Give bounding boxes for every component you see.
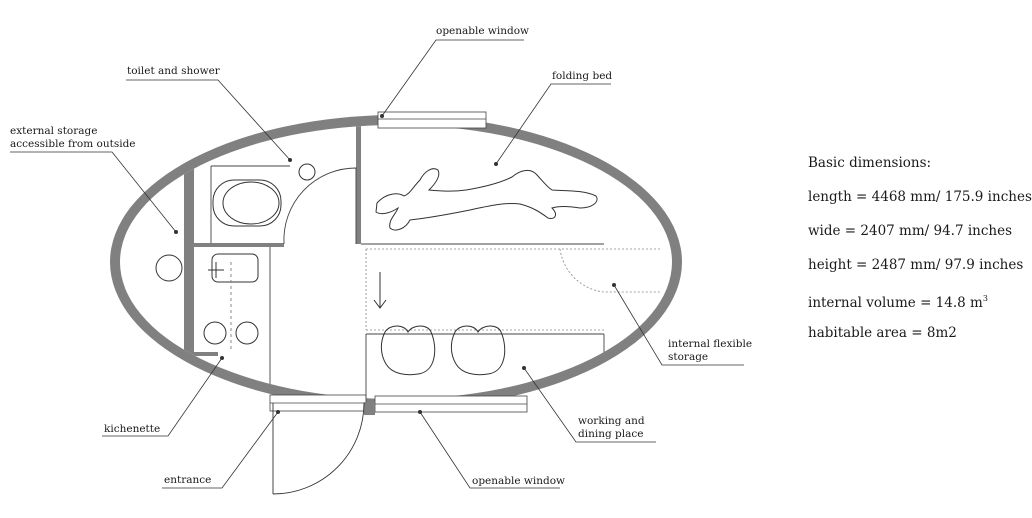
dimension-height: height = 2487 mm/ 97.9 inches [808, 257, 1024, 273]
folding-bed-outline [365, 248, 660, 331]
label-internal-storage-line-2: storage [668, 351, 709, 363]
label-working-and-dining: working and dining place [578, 415, 645, 441]
volume-unit-superscript: 3 [982, 294, 988, 303]
label-entrance: entrance [164, 474, 212, 486]
shower-drain [298, 163, 316, 181]
kitchen-wall [194, 352, 218, 356]
label-working-line-1: working and [578, 415, 645, 427]
leader-lines [10, 39, 744, 489]
external-storage-hatch [155, 254, 183, 282]
storage-wall [184, 165, 194, 365]
label-openable-window-top: openable window [436, 25, 530, 37]
label-openable-window-bottom: openable window [472, 475, 566, 487]
label-working-line-2: dining place [578, 428, 644, 440]
kitchenette-fixtures [203, 253, 259, 350]
entrance-door [272, 402, 365, 495]
window-openings [269, 111, 528, 413]
dimension-habitable-area: habitable area = 8m2 [808, 325, 957, 341]
label-external-storage: external storage accessible from outside [10, 125, 136, 151]
dimensions-title: Basic dimensions: [808, 155, 932, 171]
window-mullion [364, 402, 375, 415]
dimension-wide: wide = 2407 mm/ 94.7 inches [808, 223, 1013, 239]
bathroom-door-swing [283, 167, 357, 245]
sleeping-figure [375, 168, 598, 231]
label-toilet-and-shower: toilet and shower [127, 65, 220, 77]
chairs [380, 325, 506, 376]
bathroom-wall [194, 243, 284, 247]
label-kitchenette: kichenette [104, 423, 161, 435]
label-folding-bed: folding bed [552, 70, 613, 82]
label-internal-storage-line-1: internal flexible [668, 338, 753, 350]
dimension-length: length = 4468 mm/ 175.9 inches [808, 189, 1032, 205]
label-external-storage-line-2: accessible from outside [10, 138, 136, 150]
volume-value: internal volume = 14.8 m [808, 295, 983, 311]
fold-direction-arrow [373, 272, 387, 309]
capsule-shell [110, 115, 682, 409]
bed-wall [356, 125, 361, 244]
leader-dots [174, 114, 616, 414]
basic-dimensions: Basic dimensions: length = 4468 mm/ 175.… [808, 154, 1032, 358]
label-external-storage-line-1: external storage [10, 125, 98, 137]
label-internal-flexible-storage: internal flexible storage [668, 338, 752, 364]
toilet [212, 179, 282, 227]
dimension-internal-volume: internal volume = 14.8 m3 [808, 290, 1032, 324]
